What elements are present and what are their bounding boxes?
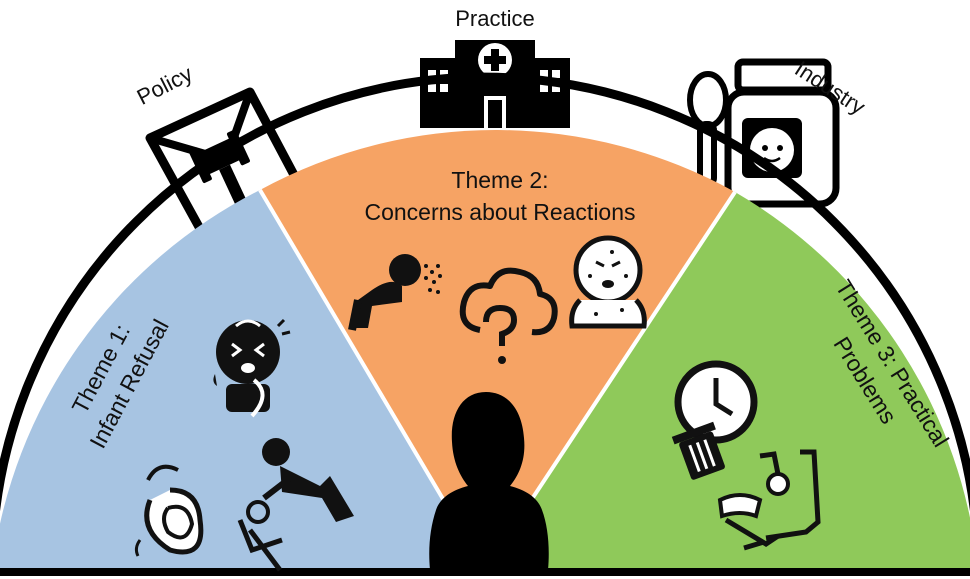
theme2-title: Theme 2: Concerns about Reactions <box>364 167 635 225</box>
spoon-icon <box>687 71 729 187</box>
hospital-icon <box>420 40 570 128</box>
crying-baby-icon <box>213 318 291 418</box>
theme2-line2: Concerns about Reactions <box>364 199 635 225</box>
woman-silhouette-icon <box>429 392 549 570</box>
baby-food-jar-icon <box>724 58 840 208</box>
theme2-line1: Theme 2: <box>451 167 548 193</box>
policy-label: Policy <box>133 61 197 110</box>
practice-label: Practice <box>455 6 534 31</box>
question-cloud-icon <box>459 267 558 364</box>
trash-bin-icon <box>671 421 725 480</box>
baby-rash-icon <box>569 235 647 329</box>
force-feeding-icon <box>237 438 354 572</box>
high-chair-mess-icon <box>717 449 821 551</box>
vomiting-person-icon <box>348 254 442 331</box>
semicircle-outline <box>0 72 970 513</box>
refusing-mouth-icon <box>134 464 204 557</box>
clock-icon <box>674 360 758 444</box>
